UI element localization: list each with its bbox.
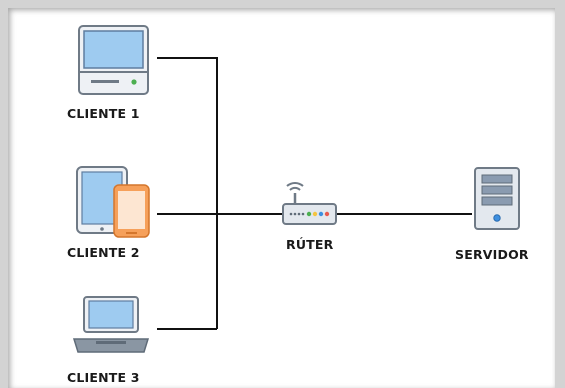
connection-client1-bus [157, 57, 218, 329]
wifi-router-icon [282, 182, 337, 225]
client2-label: CLIENTE 2 [67, 245, 140, 260]
server-label: SERVIDOR [455, 247, 529, 262]
tablet-and-phone-icon [76, 166, 150, 238]
client3-label: CLIENTE 3 [67, 370, 140, 385]
connections [157, 57, 472, 330]
client1-label: CLIENTE 1 [67, 106, 140, 121]
server-tower-icon [474, 167, 520, 230]
router-label: RÚTER [286, 237, 334, 252]
laptop-icon [72, 296, 150, 353]
desktop-computer-icon [78, 25, 149, 95]
